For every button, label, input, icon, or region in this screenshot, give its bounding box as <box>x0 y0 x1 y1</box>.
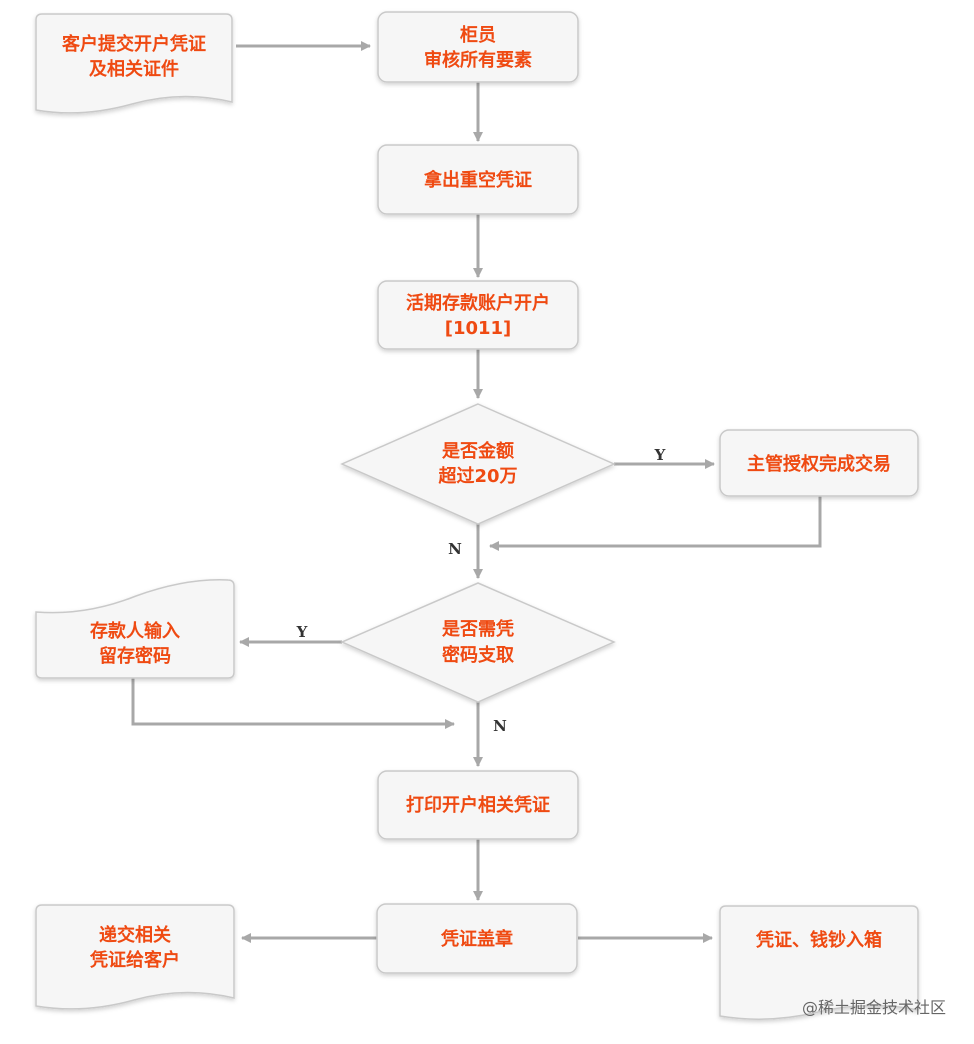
label-open-account-1: 活期存款账户开户 <box>406 292 550 314</box>
arrow-supervisor-return <box>489 496 822 551</box>
edge-label-password-yes: Y <box>296 623 308 641</box>
label-teller-review-2: 审核所有要素 <box>424 49 532 71</box>
node-take-voucher <box>377 144 579 215</box>
watermark-text: @稀土掘金技术社区 <box>802 998 946 1017</box>
edge-label-amount-yes: Y <box>654 446 666 464</box>
label-amount-check-1: 是否金额 <box>441 440 514 462</box>
node-teller-review <box>377 11 579 83</box>
node-print-voucher <box>377 770 579 840</box>
node-open-account <box>377 280 579 350</box>
node-password-decision <box>340 582 616 703</box>
node-hand-to-customer-document <box>35 904 235 1010</box>
node-amount-decision <box>340 403 616 525</box>
label-customer-submit-2: 及相关证件 <box>89 58 179 80</box>
node-customer-submit-document <box>35 13 233 114</box>
connectors <box>131 41 822 943</box>
label-depositor-password-1: 存款人输入 <box>90 620 180 642</box>
label-customer-submit-1: 客户提交开户凭证 <box>62 33 206 55</box>
label-stamp-voucher: 凭证盖章 <box>440 928 513 950</box>
node-stamp-voucher <box>376 903 578 974</box>
label-amount-check-2: 超过20万 <box>438 465 517 487</box>
label-print-voucher: 打印开户相关凭证 <box>406 794 550 816</box>
node-depositor-password-document <box>35 579 235 679</box>
label-take-voucher: 拿出重空凭证 <box>423 169 532 191</box>
node-voucher-cash-box-document <box>719 905 919 1020</box>
node-supervisor-auth <box>719 429 919 497</box>
edge-label-password-no: N <box>493 717 507 735</box>
label-hand-to-customer-2: 凭证给客户 <box>89 949 180 971</box>
label-hand-to-customer-1: 递交相关 <box>99 924 171 946</box>
nodes <box>35 11 919 1020</box>
arrow-depositor-return <box>131 678 455 729</box>
label-depositor-password-2: 留存密码 <box>99 645 171 667</box>
label-open-account-2: [1011] <box>445 318 512 339</box>
label-supervisor-auth: 主管授权完成交易 <box>747 453 891 475</box>
label-teller-review-1: 柜员 <box>460 24 496 46</box>
label-voucher-cash-box: 凭证、钱钞入箱 <box>755 929 882 951</box>
label-password-check-1: 是否需凭 <box>441 618 514 640</box>
label-password-check-2: 密码支取 <box>442 644 515 666</box>
edge-label-amount-no: N <box>448 540 462 558</box>
